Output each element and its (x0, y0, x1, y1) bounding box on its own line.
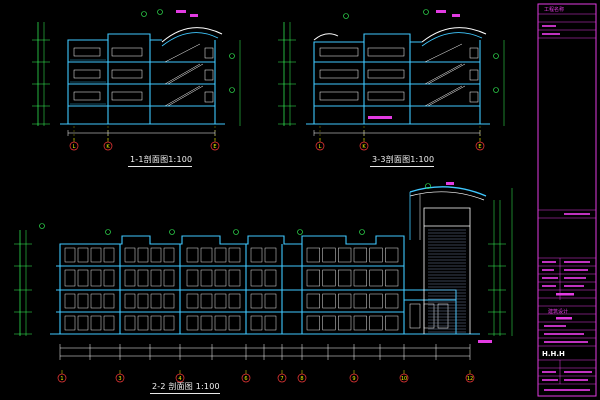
grid-bubble (241, 373, 251, 383)
grid-bubble (103, 141, 113, 151)
grid-bubble (349, 373, 359, 383)
grid-bubble (465, 373, 475, 383)
grid-bubble (297, 373, 307, 383)
title-block-logo: H.H.H (542, 350, 565, 358)
grid-bubble (210, 141, 220, 151)
grid-bubble-label: L (73, 144, 76, 150)
grid-bubble (277, 373, 287, 383)
section-2-2-title-underline (150, 393, 220, 394)
grid-bubble (175, 373, 185, 383)
grid-bubble (315, 141, 325, 151)
title-block-header: 工程名称 (544, 7, 565, 13)
grid-bubble-label: 4 (178, 376, 181, 382)
title-block-company-mark: 建筑设计 (548, 309, 569, 315)
section-1-1-title-underline (128, 166, 192, 167)
grid-bubble-label: E (478, 144, 481, 150)
section-1-1-title: 1-1剖面图1:100 (130, 155, 193, 164)
grid-bubble (399, 373, 409, 383)
grid-bubble-label: E (213, 144, 216, 150)
grid-bubble-label: 9 (352, 376, 355, 382)
grid-bubble (115, 373, 125, 383)
title-block (537, 3, 597, 397)
section-3-3-title: 3-3剖面图1:100 (372, 155, 435, 164)
grid-bubble-label: K (362, 144, 366, 150)
grid-bubble-label: 10 (401, 376, 407, 382)
grid-bubble (475, 141, 485, 151)
grid-bubble (69, 141, 79, 151)
grid-bubble-label: 3 (118, 376, 121, 382)
grid-bubble-label: 7 (280, 376, 283, 382)
grid-bubble-label: 12 (467, 376, 473, 382)
section-2-2-title: 2-2 剖面图 1:100 (152, 382, 220, 391)
grid-bubble (57, 373, 67, 383)
section-2-2-elevation: 1 3 4 6 7 8 9 10 12 (14, 182, 513, 383)
section-3-3-title-underline (370, 166, 434, 167)
grid-bubble-label: L (319, 144, 322, 150)
grid-bubble-label: 8 (300, 376, 303, 382)
grid-bubble (359, 141, 369, 151)
grid-bubble-label: 6 (244, 376, 247, 382)
grid-bubble-label: 1 (60, 376, 63, 382)
grid-bubble-label: K (106, 144, 110, 150)
